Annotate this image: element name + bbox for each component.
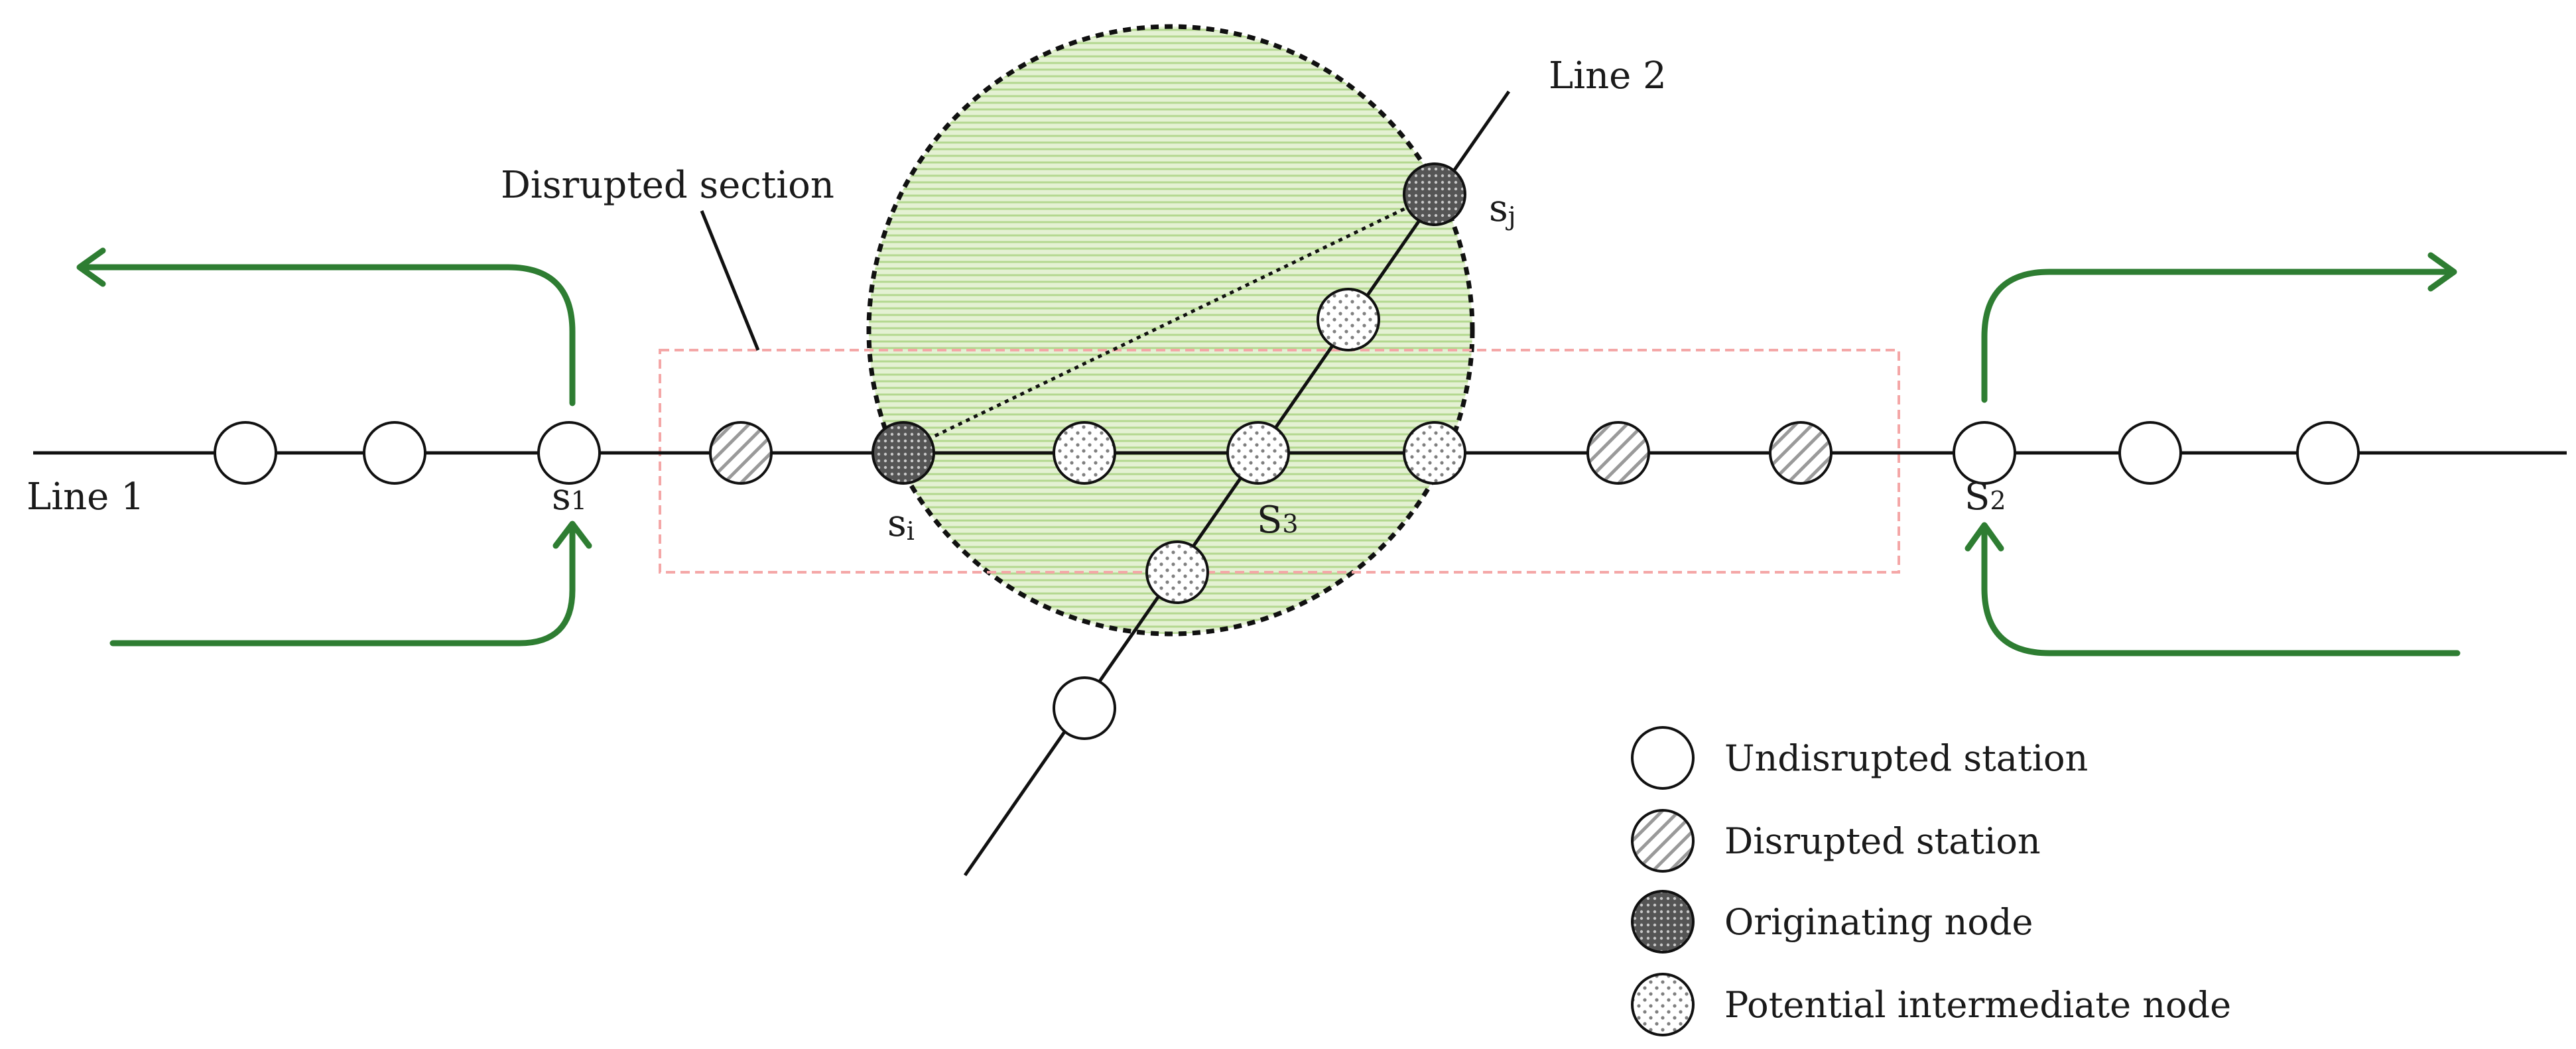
station-undisrupted: [2118, 421, 2182, 485]
station-intermediate: [1317, 288, 1380, 351]
station-label-sj-base: s: [1489, 187, 1508, 230]
line2-label: Line 2: [1549, 54, 1667, 97]
station-label-si: si: [887, 502, 915, 546]
station-label-si-sub: i: [907, 517, 915, 546]
legend-label-undisrupted: Undisrupted station: [1724, 737, 2088, 779]
line2-track: [963, 90, 1511, 877]
legend-label-disrupted: Disrupted station: [1724, 820, 2041, 862]
station-label-s1-sub: 1: [571, 486, 587, 515]
arrow-left-top: [80, 264, 576, 406]
line1-label: Line 1: [27, 475, 145, 519]
si-sj-connection: [903, 192, 1436, 453]
station-label-s2: S2: [1964, 475, 2006, 519]
legend-item-disrupted: Disrupted station: [1631, 809, 2041, 873]
station-s2: [1953, 421, 2016, 485]
station-label-s3-sub: 3: [1282, 509, 1298, 538]
arrow-left-top-head: [76, 247, 106, 287]
legend-label-intermediate: Potential intermediate node: [1724, 984, 2231, 1026]
station-undisrupted: [2296, 421, 2360, 485]
legend: Undisrupted station Disrupted station Or…: [1631, 726, 2231, 1036]
station-disrupted: [1586, 421, 1650, 485]
diversion-arrows: [76, 247, 2461, 656]
disrupted-section-pointer: [700, 210, 760, 351]
station-undisrupted: [1053, 676, 1116, 740]
legend-swatch-intermediate: [1631, 973, 1695, 1036]
legend-swatch-originating: [1631, 890, 1695, 954]
station-si-originating: [871, 421, 935, 485]
arrow-left-bottom-head: [552, 521, 592, 549]
legend-item-intermediate: Potential intermediate node: [1631, 973, 2231, 1036]
stations: [214, 162, 2360, 740]
legend-swatch-disrupted: [1631, 809, 1695, 873]
disrupted-section-box: [659, 349, 1900, 574]
station-intermediate: [1145, 540, 1209, 604]
station-label-s2-sub: 2: [1990, 486, 2006, 515]
station-label-s3-base: S: [1257, 499, 1282, 542]
station-disrupted: [709, 421, 773, 485]
station-intermediate: [1403, 421, 1466, 485]
station-undisrupted: [214, 421, 277, 485]
station-disrupted: [1769, 421, 1833, 485]
station-s3-intermediate: [1226, 421, 1290, 485]
arrow-right-top-head: [2427, 252, 2457, 292]
station-label-s3: S3: [1257, 499, 1299, 542]
station-undisrupted: [363, 421, 426, 485]
station-label-sj-sub: j: [1506, 202, 1516, 231]
station-s1: [537, 421, 601, 485]
legend-swatch-undisrupted: [1631, 726, 1695, 790]
station-intermediate: [1053, 421, 1116, 485]
legend-label-originating: Originating node: [1724, 901, 2033, 943]
arrow-left-bottom: [109, 524, 576, 647]
arrow-right-top: [1981, 269, 2454, 403]
catchment-area: [866, 24, 1475, 637]
disrupted-section-label: Disrupted section: [501, 164, 834, 207]
station-label-s1-base: s: [552, 475, 571, 519]
legend-item-originating: Originating node: [1631, 890, 2033, 954]
arrow-right-bottom: [1981, 525, 2461, 656]
station-label-s2-base: S: [1964, 475, 1990, 519]
station-label-sj: sj: [1489, 187, 1516, 231]
station-label-si-base: s: [887, 502, 907, 545]
arrow-right-bottom-head: [1964, 522, 2004, 552]
legend-item-undisrupted: Undisrupted station: [1631, 726, 2088, 790]
station-sj-originating: [1403, 162, 1466, 226]
station-label-s1: s1: [552, 475, 587, 519]
